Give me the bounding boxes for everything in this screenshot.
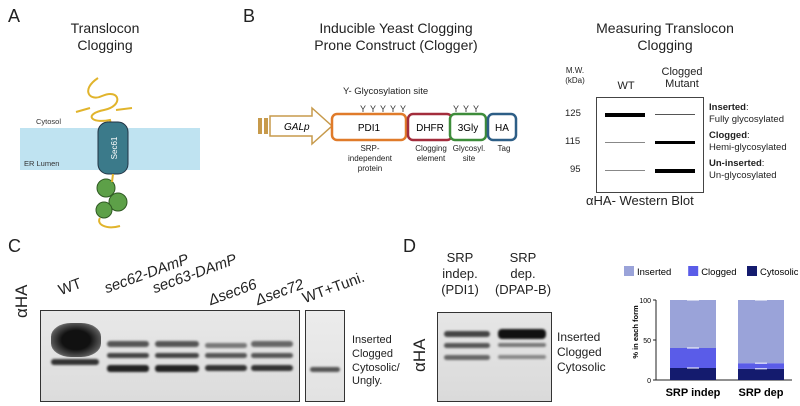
lane-label-srp-dep: SRP dep. (DPAP-B): [494, 250, 552, 297]
band-wt-inserted: [605, 113, 645, 117]
svg-text:Y: Y: [370, 104, 376, 114]
polypeptide-chain: [87, 77, 119, 129]
domain-desc-dhfr: Clogging element: [415, 144, 447, 163]
lane-label-srp-indep: SRP indep. (PDI1): [441, 250, 479, 297]
svg-text:Y: Y: [473, 104, 479, 114]
band-label-inserted-c: Inserted: [352, 334, 392, 346]
band-label-cytosolic-c: Cytosolic/ Ungly.: [352, 362, 400, 387]
band-mut-uninserted: [655, 169, 695, 173]
x-tick-label: SRP indep: [666, 387, 721, 399]
row-label-inserted: Inserted:Fully glycosylated: [709, 102, 784, 125]
band-label-cytosolic-d: Cytosolic: [557, 360, 606, 374]
bar-segment-clogged: [670, 348, 716, 368]
svg-text:PDI1: PDI1: [358, 123, 381, 134]
band-mut-clogged: [655, 141, 695, 144]
legend-swatch: [747, 266, 757, 276]
domain-box-3gly: [448, 112, 488, 142]
panel-d-letter: D: [403, 236, 416, 256]
row-label-uninserted: Un-inserted:Un-glycosylated: [709, 158, 777, 181]
panel-a-letter: A: [8, 6, 21, 26]
domain-desc-ha: Tag: [497, 144, 511, 153]
mw-125: 125: [565, 108, 581, 119]
domain-desc-3gly: Glycosyl. site: [452, 144, 486, 163]
western-blot-d: [437, 312, 552, 402]
western-blot-c-tuni: [305, 310, 345, 402]
legend-label: Clogged: [701, 267, 736, 278]
lane-label-sec66: Δsec66: [206, 275, 260, 309]
lane-label-tuni: WT+Tuni.: [300, 268, 367, 307]
legend-swatch: [624, 266, 634, 276]
blot-column-mutant: Clogged Mutant: [661, 66, 703, 90]
svg-text:Y: Y: [400, 104, 406, 114]
svg-text:Y: Y: [463, 104, 469, 114]
panel-c-axis-label: αHA: [12, 284, 31, 318]
schematic-blot: [596, 97, 704, 193]
mw-115: 115: [565, 136, 581, 147]
channel-label: Sec61: [110, 136, 119, 159]
band-wt-uninserted: [605, 170, 645, 171]
svg-text:HA: HA: [495, 123, 509, 134]
lane-label-sec72: Δsec72: [253, 275, 307, 309]
blot-title: Measuring Translocon Clogging: [596, 20, 734, 53]
folded-domain: [96, 178, 116, 198]
x-tick-label: SRP dep: [738, 387, 783, 399]
panel-b-title: Inducible Yeast Clogging Prone Construct…: [314, 20, 478, 53]
glyco-note: Y- Glycosylation site: [343, 86, 429, 97]
svg-text:Y: Y: [380, 104, 386, 114]
bar-segment-inserted: [670, 300, 716, 348]
domain-desc-pdi1: SRP- independent protein: [347, 144, 393, 173]
legend-label: Cytosolic: [760, 267, 798, 278]
band-mut-inserted: [655, 114, 695, 115]
panel-b-letter: B: [243, 6, 256, 26]
domain-box-pdi1: [330, 112, 408, 142]
row-label-clogged: Clogged:Hemi-glycosylated: [709, 130, 787, 153]
legend-swatch: [688, 266, 699, 276]
translocon-diagram: Sec61 Cytosol ER Lumen: [20, 77, 200, 229]
blot-column-wt: WT: [617, 80, 635, 92]
band-label-clogged-d: Clogged: [557, 345, 602, 359]
band-label-clogged-c: Clogged: [352, 348, 393, 360]
svg-text:3Gly: 3Gly: [458, 123, 479, 134]
mw-95: 95: [570, 164, 581, 175]
band-wt-clogged: [605, 142, 645, 143]
svg-text:GALp: GALp: [284, 122, 310, 133]
svg-text:Y: Y: [390, 104, 396, 114]
domain-box-ha: [486, 112, 518, 142]
panel-d-axis-label: αHA: [410, 338, 429, 372]
bar-segment-cytosolic: [738, 368, 784, 380]
western-blot-c: [40, 310, 300, 402]
y-tick-label: 50: [643, 338, 651, 345]
blot-caption: αHA- Western Blot: [586, 193, 694, 208]
panel-a-title: Translocon Clogging: [70, 20, 140, 53]
panel-c-letter: C: [8, 236, 21, 256]
lane-label-wt: WT: [56, 275, 84, 299]
y-tick-label: 0: [647, 378, 651, 385]
bar-segment-cytosolic: [670, 368, 716, 380]
promoter-arrow: [269, 106, 334, 146]
cytosol-label: Cytosol: [36, 117, 61, 126]
bar-segment-inserted: [738, 300, 784, 364]
y-tick-label: 100: [639, 298, 651, 305]
svg-text:Y: Y: [453, 104, 459, 114]
chart-x-labels: SRP indep SRP dep: [666, 387, 784, 399]
chart-bars: [670, 299, 784, 380]
legend-label: Inserted: [637, 267, 671, 278]
lumen-label: ER Lumen: [24, 159, 59, 168]
chart-legend: Inserted Clogged Cytosolic: [624, 266, 798, 278]
svg-text:Y: Y: [360, 104, 366, 114]
chart-ylabel: % in each form: [631, 305, 640, 359]
svg-text:DHFR: DHFR: [416, 123, 444, 134]
mw-header: M.W. (kDa): [565, 66, 585, 85]
bar-segment-clogged: [738, 363, 784, 369]
band-label-inserted-d: Inserted: [557, 330, 601, 344]
